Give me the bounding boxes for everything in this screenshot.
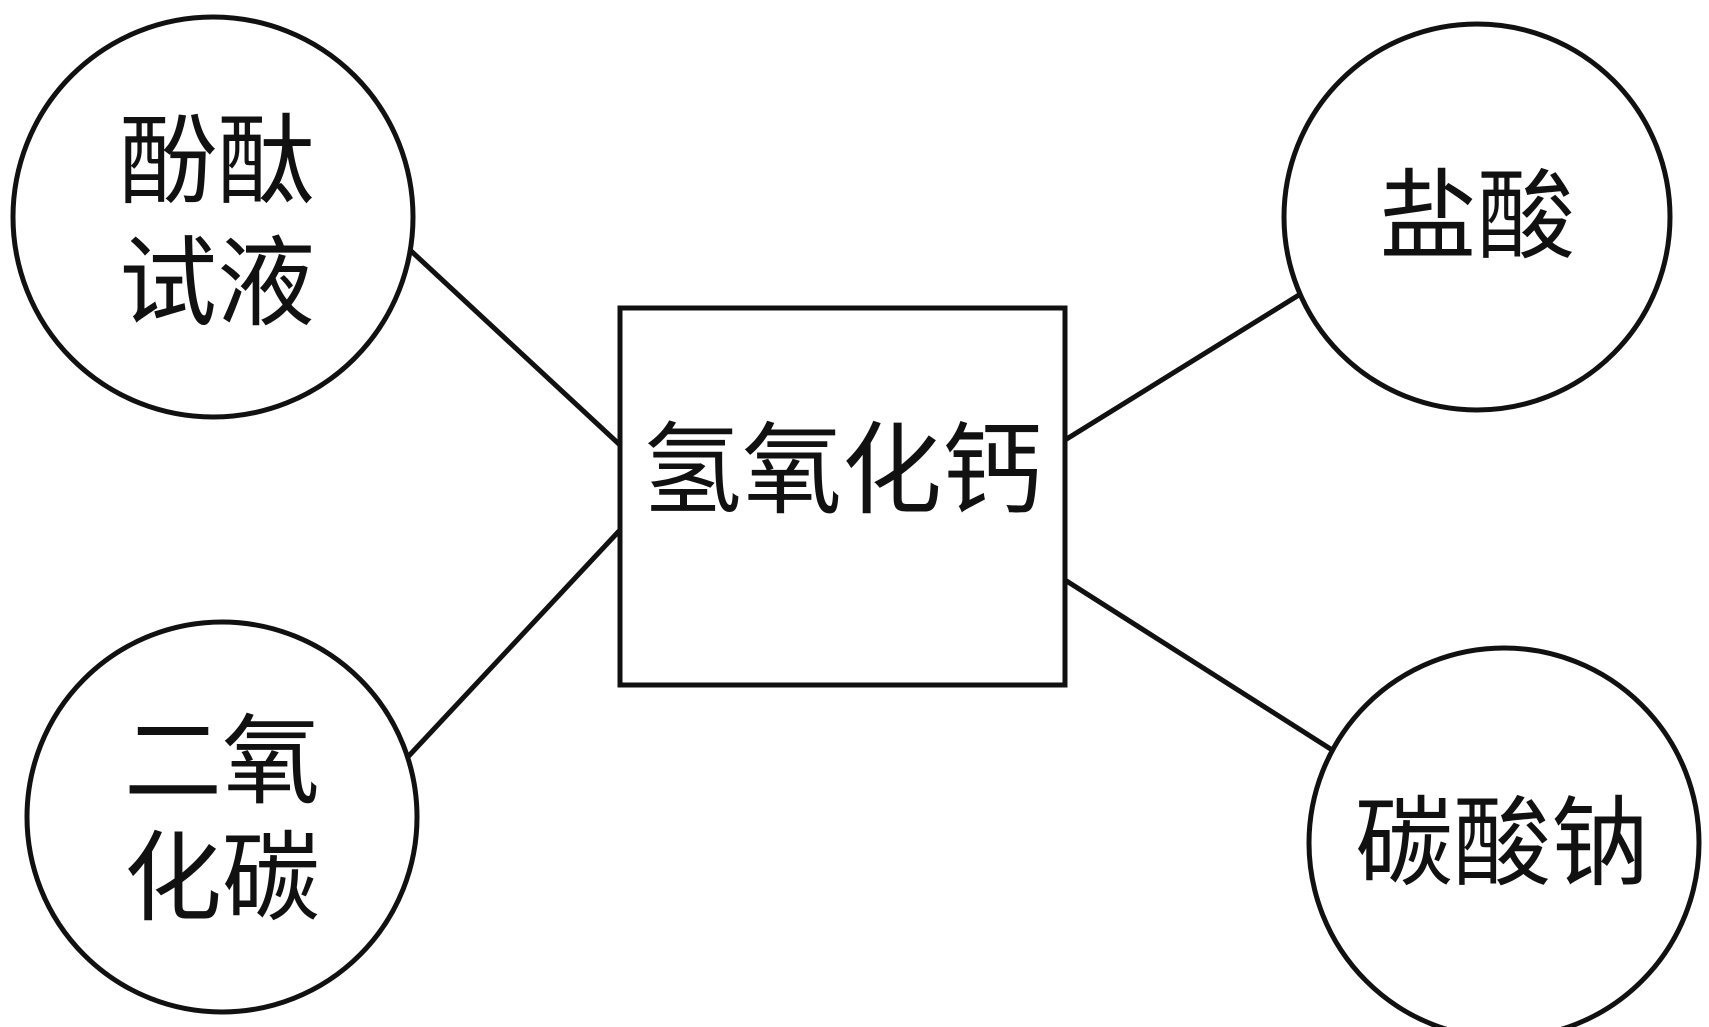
hydrochloric-acid-label: 盐酸 xyxy=(1379,160,1575,274)
carbon-dioxide-label-line2: 化碳 xyxy=(124,822,320,936)
node-hydrochloric-acid xyxy=(1281,21,1673,413)
node-sodium-carbonate xyxy=(1306,645,1702,1027)
connector-phenolphthalein xyxy=(408,248,622,447)
phenolphthalein-label-line2: 试液 xyxy=(119,227,315,341)
connector-carbon-dioxide xyxy=(403,528,622,762)
connector-sodium-carbonate xyxy=(1063,577,1342,758)
carbon-dioxide-label-line1: 二氧 xyxy=(124,705,320,819)
node-carbon-dioxide xyxy=(24,619,420,1015)
phenolphthalein-label-line1: 酚酞 xyxy=(119,105,315,219)
center-label: 氢氧化钙 xyxy=(642,412,1042,529)
center-box xyxy=(617,305,1068,688)
node-phenolphthalein xyxy=(10,14,416,420)
connector-hydrochloric-acid xyxy=(1063,282,1317,443)
sodium-carbonate-label: 碳酸钠 xyxy=(1355,787,1649,901)
